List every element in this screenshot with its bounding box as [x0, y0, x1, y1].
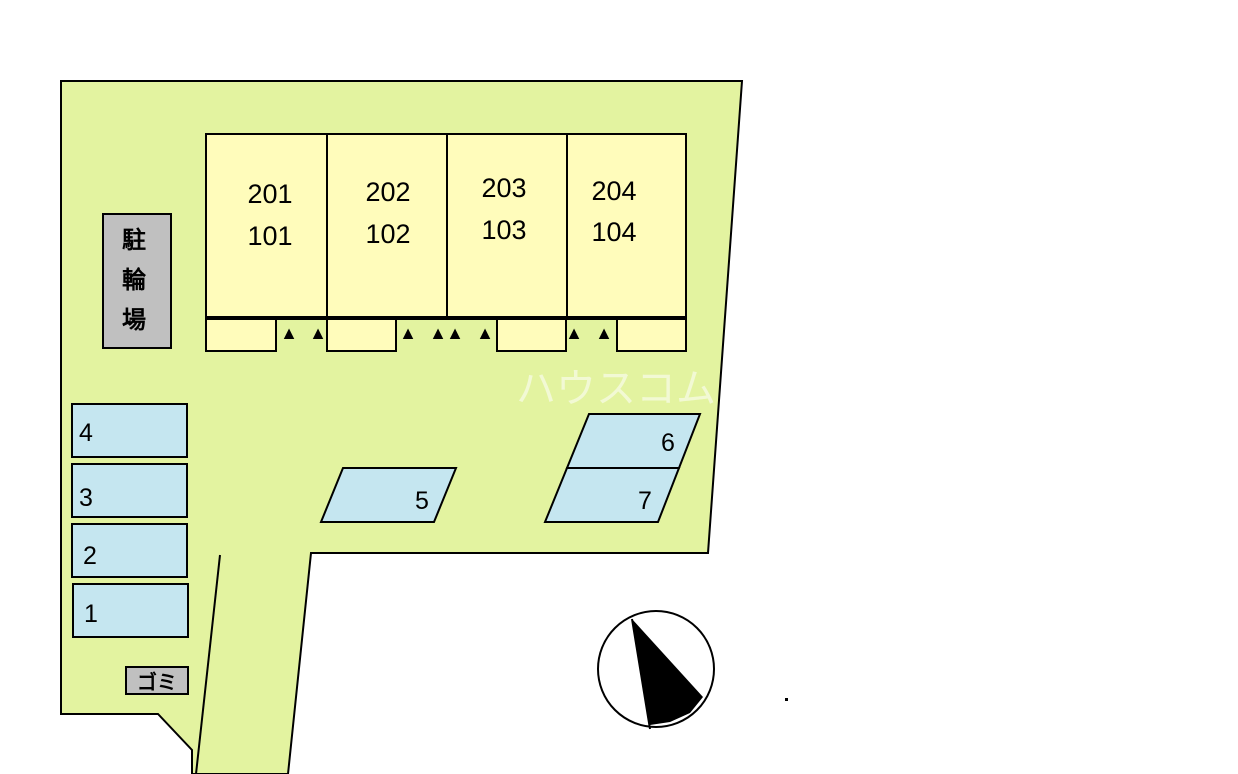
parking-slot-label-4: 4: [79, 419, 93, 447]
parking-slot-5: [319, 467, 458, 523]
parking-slot-6: [565, 413, 702, 469]
garbage-box: [125, 666, 189, 695]
unit-block-2: [326, 133, 448, 319]
unit-lower-3: 103: [481, 215, 526, 245]
unit-block-1: [205, 133, 328, 319]
porch-1: [205, 318, 277, 352]
parking-right: 6 7: [543, 413, 702, 523]
apartment-building: 201 101 202 102 203 103 204 104 ▲ ▲ ▲ ▲ …: [205, 133, 687, 352]
unit-upper-3: 203: [481, 173, 526, 203]
entrance-arrow-icon: ▲: [476, 323, 494, 343]
entrance-arrow-icon: ▲: [595, 323, 613, 343]
compass-needle-fill: [632, 619, 703, 725]
entrance-arrow-icon: ▲: [446, 323, 464, 343]
entrance-arrow-icon: ▲: [280, 323, 298, 343]
parking-slot-label-2: 2: [83, 542, 97, 570]
stray-dot: [785, 698, 788, 701]
parking-slot-label-3: 3: [79, 484, 93, 512]
unit-block-3: [446, 133, 568, 319]
entrance-arrow-icon: ▲: [565, 323, 583, 343]
watermark: ハウスコム: [516, 366, 716, 412]
unit-upper-4: 204: [591, 176, 636, 206]
parking-slot-3: [71, 463, 188, 518]
parking-slot-label-5: 5: [415, 487, 429, 515]
unit-lower-1: 101: [247, 221, 292, 251]
entrance-arrow-icon: ▲: [399, 323, 417, 343]
parking-slot-label-7: 7: [638, 487, 652, 515]
porch-4: [616, 318, 687, 352]
parking-slot-4: [71, 403, 188, 458]
parking-slot-2: [71, 523, 188, 578]
porch-3: [496, 318, 567, 352]
parking-left: 4 3 2 1: [71, 403, 189, 638]
unit-upper-1: 201: [247, 179, 292, 209]
garbage-station: ゴミ: [125, 666, 189, 695]
entrance-arrow-icon: ▲: [429, 323, 447, 343]
bicycle-parking-char-2: 輪: [122, 266, 147, 294]
path-edge-line: [195, 554, 221, 774]
bicycle-parking: 駐 輪 場: [102, 213, 172, 349]
garbage-label: ゴミ: [137, 670, 177, 694]
entrance-arrow-icon: ▲: [309, 323, 327, 343]
unit-lower-4: 104: [591, 217, 636, 247]
parking-slot-1: [72, 583, 189, 638]
compass-needle-line: [631, 618, 651, 730]
unit-lower-2: 102: [365, 219, 410, 249]
bicycle-parking-char-3: 場: [122, 306, 146, 334]
parking-slot-label-1: 1: [84, 600, 98, 628]
parking-center: 5: [319, 467, 458, 523]
parking-slot-label-6: 6: [661, 429, 675, 457]
bicycle-parking-char-1: 駐: [122, 226, 146, 254]
parking-slot-7: [543, 467, 681, 523]
bicycle-parking-shed: [102, 213, 172, 349]
north-arrow-icon: [597, 610, 715, 730]
unit-upper-2: 202: [365, 177, 410, 207]
porch-2: [326, 318, 397, 352]
entrance-markers: ▲ ▲ ▲ ▲ ▲ ▲ ▲ ▲: [280, 323, 613, 343]
